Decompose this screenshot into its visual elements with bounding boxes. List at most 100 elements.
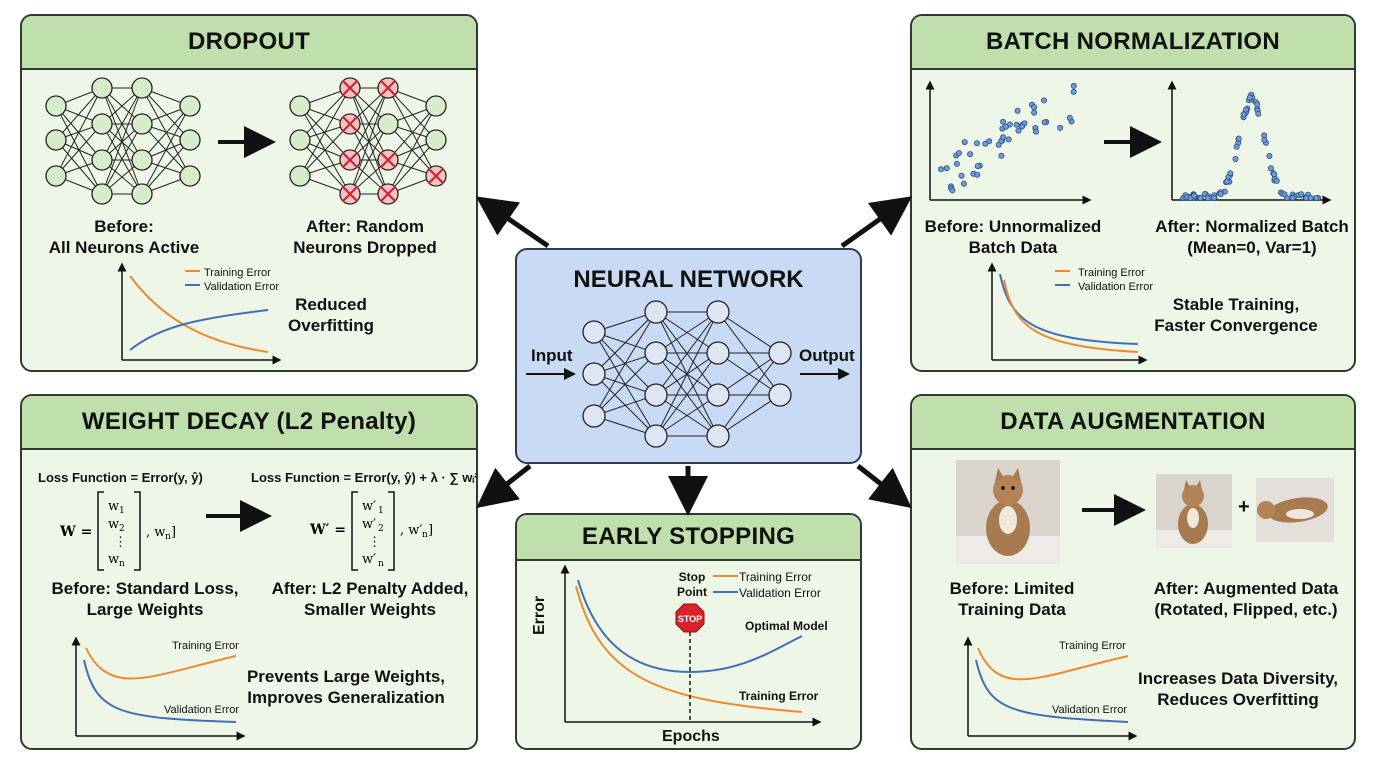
- drop-cross: [379, 151, 397, 169]
- scatter-point: [998, 152, 1005, 159]
- weight-decay-validation-curve: [83, 659, 237, 723]
- augmentation-training-curve: [977, 647, 1129, 681]
- neuron: [131, 77, 153, 99]
- svg-text:, w′: , w′: [400, 523, 422, 538]
- drop-cross: [341, 79, 359, 97]
- neuron: [644, 300, 668, 324]
- svg-text:n: n: [119, 559, 125, 569]
- scatter-point: [1000, 134, 1007, 141]
- distribution-point: [1204, 194, 1211, 201]
- distribution-point: [1235, 135, 1242, 142]
- scatter-point: [938, 166, 945, 173]
- svg-text:W =: W =: [59, 524, 92, 540]
- batch-norm-result-label: Stable Training,Faster Convergence: [1154, 295, 1318, 335]
- weight-decay-header: WEIGHT DECAY (L2 Penalty): [22, 396, 476, 450]
- early-stopping-xlabel: Epochs: [662, 728, 720, 745]
- scatter-point: [1005, 136, 1012, 143]
- weight-decay-after-label: After: L2 Penalty Added,Smaller Weights: [271, 579, 469, 619]
- early-stopping-chart: [560, 564, 822, 727]
- distribution-point: [1233, 143, 1240, 150]
- neuron: [131, 149, 153, 171]
- neuron: [91, 113, 113, 135]
- svg-text:1: 1: [119, 506, 125, 516]
- center-title: NEURAL NETWORK: [573, 266, 804, 293]
- batch-norm-title: BATCH NORMALIZATION: [985, 28, 1281, 55]
- distribution-point: [1266, 152, 1273, 159]
- weight-decay-training-curve: [85, 647, 237, 680]
- dropout-error-chart: [117, 262, 282, 365]
- scatter-point: [1057, 124, 1064, 131]
- input-label: Input: [531, 346, 573, 365]
- svg-text:w′: w′: [362, 517, 376, 532]
- drop-cross: [341, 115, 359, 133]
- neuron: [644, 341, 668, 365]
- neuron: [706, 300, 730, 324]
- early-stopping-header: EARLY STOPPING: [517, 515, 860, 561]
- batch-norm-legend-validation: Validation Error: [1078, 281, 1153, 293]
- neuron: [131, 183, 153, 205]
- svg-text:w: w: [108, 499, 119, 514]
- scatter-point: [1019, 123, 1026, 130]
- distribution-point: [1281, 191, 1288, 198]
- distribution-point: [1289, 194, 1296, 201]
- early-stopping-training-label: Training Error: [739, 689, 819, 703]
- neuron: [377, 113, 399, 135]
- weight-matrix-after: W′ = w′1 w′2 ⋮ w′n , w′n]: [309, 491, 433, 571]
- svg-text:]: ]: [428, 523, 433, 538]
- arrow-to-data-augmentation: [856, 464, 912, 509]
- neuron: [179, 165, 201, 187]
- neuron: [644, 424, 668, 448]
- dropout-validation-curve: [129, 309, 269, 351]
- neuron: [179, 95, 201, 117]
- neuron: [91, 77, 113, 99]
- early-stopping-training-curve: [575, 585, 803, 713]
- scatter-point: [1015, 127, 1022, 134]
- distribution-point: [1197, 194, 1204, 201]
- neuron: [706, 341, 730, 365]
- optimal-model-label: Optimal Model: [745, 619, 828, 633]
- distribution-point: [1267, 165, 1274, 172]
- scatter-point: [958, 172, 965, 179]
- neuron: [582, 320, 606, 344]
- data-augmentation-title: DATA AUGMENTATION: [1000, 408, 1266, 435]
- svg-text:w′: w′: [362, 552, 376, 567]
- distribution-point: [1261, 136, 1268, 143]
- unnormalized-scatter-plot: [925, 80, 1092, 205]
- weight-decay-title: WEIGHT DECAY (L2 Penalty): [81, 408, 417, 435]
- output-label: Output: [799, 346, 855, 365]
- weight-decay-training-label: Training Error: [172, 640, 239, 652]
- batch-norm-error-chart: [987, 262, 1148, 365]
- neuron: [131, 113, 153, 135]
- scatter-point: [1041, 119, 1048, 126]
- svg-text:n: n: [378, 559, 384, 569]
- dropout-legend-validation: Validation Error: [204, 281, 279, 293]
- scatter-point: [1070, 88, 1077, 95]
- neuron: [179, 129, 201, 151]
- distribution-point: [1313, 194, 1320, 201]
- svg-text:]: ]: [171, 525, 176, 540]
- svg-text:⋮: ⋮: [368, 535, 381, 550]
- scatter-point: [961, 139, 968, 146]
- stop-sign: [675, 603, 705, 633]
- scatter-point: [1002, 123, 1009, 130]
- distribution-point: [1227, 170, 1234, 177]
- neuron: [91, 149, 113, 171]
- scatter-point: [982, 140, 989, 147]
- data-augmentation-training-label: Training Error: [1059, 640, 1126, 652]
- scatter-point: [1031, 104, 1038, 111]
- scatter-point: [1033, 128, 1040, 135]
- distribution-point: [1255, 110, 1262, 117]
- data-augmentation-result-label: Increases Data Diversity,Reduces Overfit…: [1137, 669, 1339, 709]
- early-stopping-legend-validation: Validation Error: [739, 586, 821, 600]
- drop-cross: [341, 185, 359, 203]
- dropout-after-network: [289, 77, 447, 205]
- data-augmentation-after-label: After: Augmented Data(Rotated, Flipped, …: [1153, 579, 1339, 619]
- normalized-distribution-plot: [1167, 80, 1332, 205]
- neuron: [289, 95, 311, 117]
